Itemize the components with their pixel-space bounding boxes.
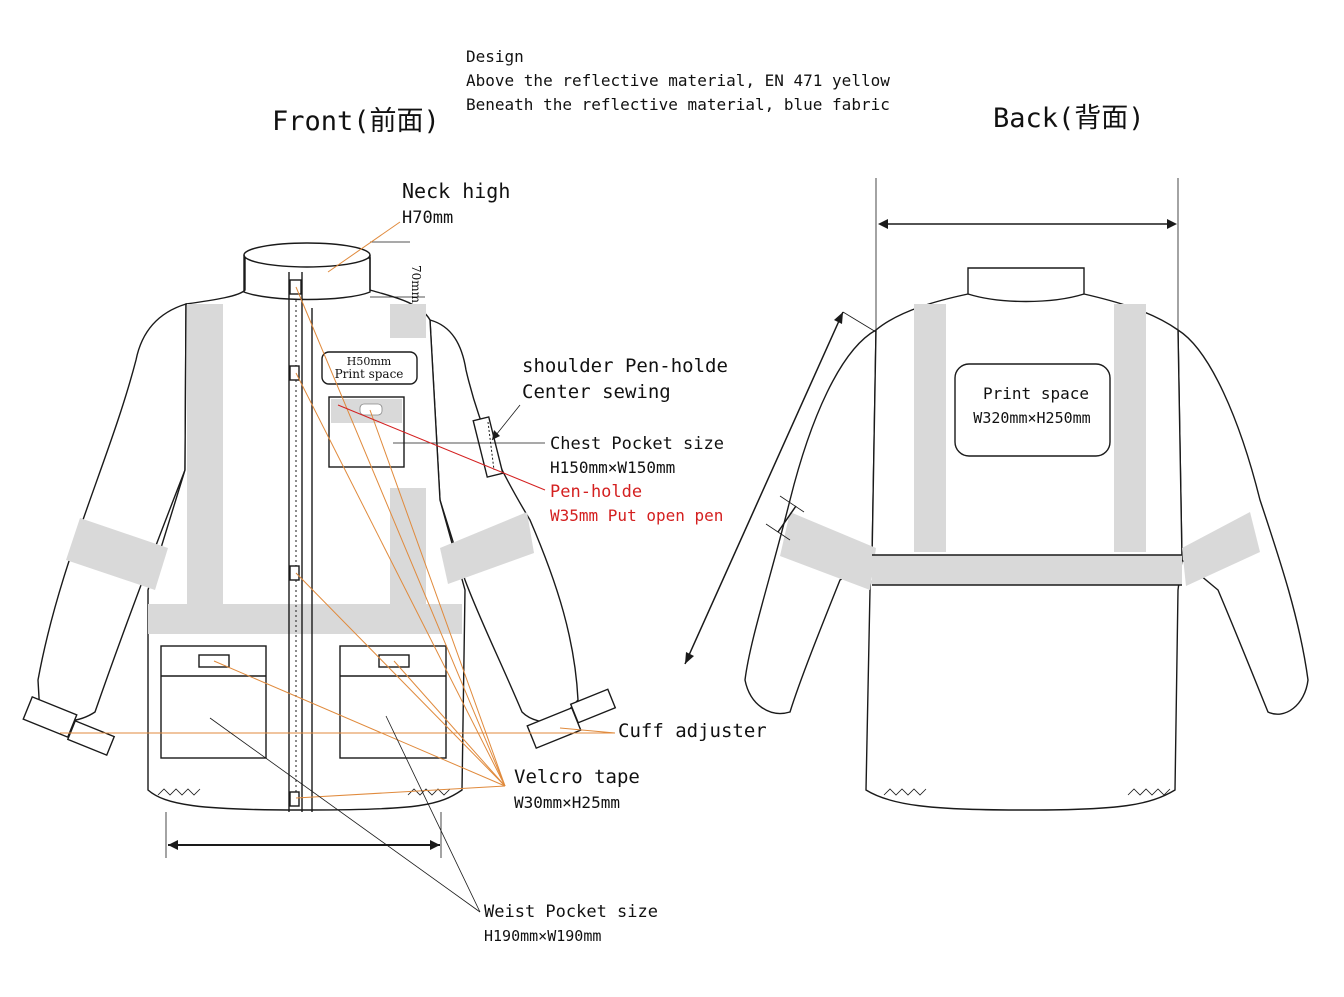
- front-right-sleeve: [429, 319, 579, 723]
- design-heading: Design: [466, 47, 524, 66]
- back-left-vertical-reflective: [914, 304, 946, 552]
- back-right-arm-reflective: [1182, 512, 1260, 586]
- front-left-sleeve: [37, 303, 187, 722]
- placket-velcro-1: [289, 279, 302, 295]
- left-cuff-tab: [66, 719, 116, 757]
- right-cuff-tab: [569, 688, 617, 724]
- front-right-shoulder-reflective: [390, 304, 426, 338]
- front-title: Front(前面): [272, 106, 440, 137]
- waist-pocket-size: H190mm×W190mm: [484, 927, 601, 945]
- back-print-size: W320mm×H250mm: [973, 409, 1090, 427]
- back-jacket: Print space W320mm×H250mm: [744, 267, 1309, 811]
- chest-print-space: [321, 351, 418, 385]
- front-hem-elastic-left: [157, 788, 201, 796]
- shoulder-leader-arrow: [492, 430, 500, 440]
- design-note: Design Above the reflective material, EN…: [466, 47, 890, 114]
- pen-holder-size: W35mm Put open pen: [550, 506, 723, 525]
- waist-leader-left: [209, 717, 481, 913]
- front-collar: [243, 255, 371, 301]
- design-line-above: Above the reflective material, EN 471 ye…: [466, 71, 890, 90]
- front-hem-elastic-right: [407, 788, 451, 796]
- front-collar-top: [243, 242, 371, 268]
- neck-label: Neck high: [402, 179, 510, 203]
- pen-holder-leader: [337, 404, 546, 491]
- back-waist-reflective: [872, 555, 1182, 585]
- placket-velcro-2: [289, 365, 300, 381]
- front-left-vertical-reflective: [187, 304, 223, 604]
- velcro-label: Velcro tape: [514, 766, 640, 788]
- waist-pocket-label: Weist Pocket size: [484, 902, 658, 922]
- sleeve-band-tick-top: [779, 495, 805, 513]
- front-right-arm-reflective: [440, 512, 534, 584]
- orange-leaders: [60, 286, 616, 799]
- front-left-arm-reflective: [66, 518, 168, 590]
- chest-print-size: H50mm: [347, 355, 392, 368]
- shoulder-label: shoulder Pen-holde: [522, 355, 728, 377]
- waist-leader-right: [385, 715, 481, 913]
- sleeve-length-tick: [842, 311, 877, 333]
- neck-leader: [327, 221, 401, 273]
- back-collar-line: [967, 293, 1085, 303]
- velcro-size: W30mm×H25mm: [514, 793, 620, 812]
- back-left-arm-reflective: [780, 512, 876, 590]
- pen-holder-label: Pen-holde: [550, 482, 642, 502]
- sleeve-length-arrow: [684, 311, 844, 665]
- design-line-beneath: Beneath the reflective material, blue fa…: [466, 95, 890, 114]
- front-right-vertical-reflective: [390, 488, 426, 604]
- sleeve-band-arrow: [777, 505, 797, 533]
- chest-pocket-label: Chest Pocket size: [550, 434, 724, 454]
- neck-value: H70mm: [402, 208, 453, 228]
- cuff-label: Cuff adjuster: [618, 720, 767, 742]
- back-right-vertical-reflective: [1114, 304, 1146, 552]
- pen-holder-stitch: [487, 421, 495, 471]
- chest-print-label: Print space: [335, 367, 404, 381]
- back-hem-elastic-left: [883, 788, 927, 796]
- front-waist-reflective: [148, 604, 462, 634]
- front-jacket: H50mm Print space: [22, 242, 617, 812]
- sleeve-band-tick-bottom: [765, 523, 791, 541]
- back-print-label: Print space: [983, 384, 1089, 403]
- shoulder-note: Center sewing: [522, 381, 671, 403]
- chest-pocket-size: H150mm×W150mm: [550, 458, 675, 477]
- back-title: Back(背面): [993, 103, 1145, 134]
- placket-velcro-3: [289, 565, 300, 581]
- chest-velcro: [359, 403, 383, 416]
- placket-velcro-4: [289, 791, 300, 807]
- neck-dim-label: 70mm: [409, 265, 423, 304]
- back-hem-elastic-right: [1127, 788, 1171, 796]
- back-print-space: [954, 363, 1111, 457]
- left-cuff-adjuster: [22, 695, 78, 739]
- shoulder-pen-holder: [472, 416, 504, 478]
